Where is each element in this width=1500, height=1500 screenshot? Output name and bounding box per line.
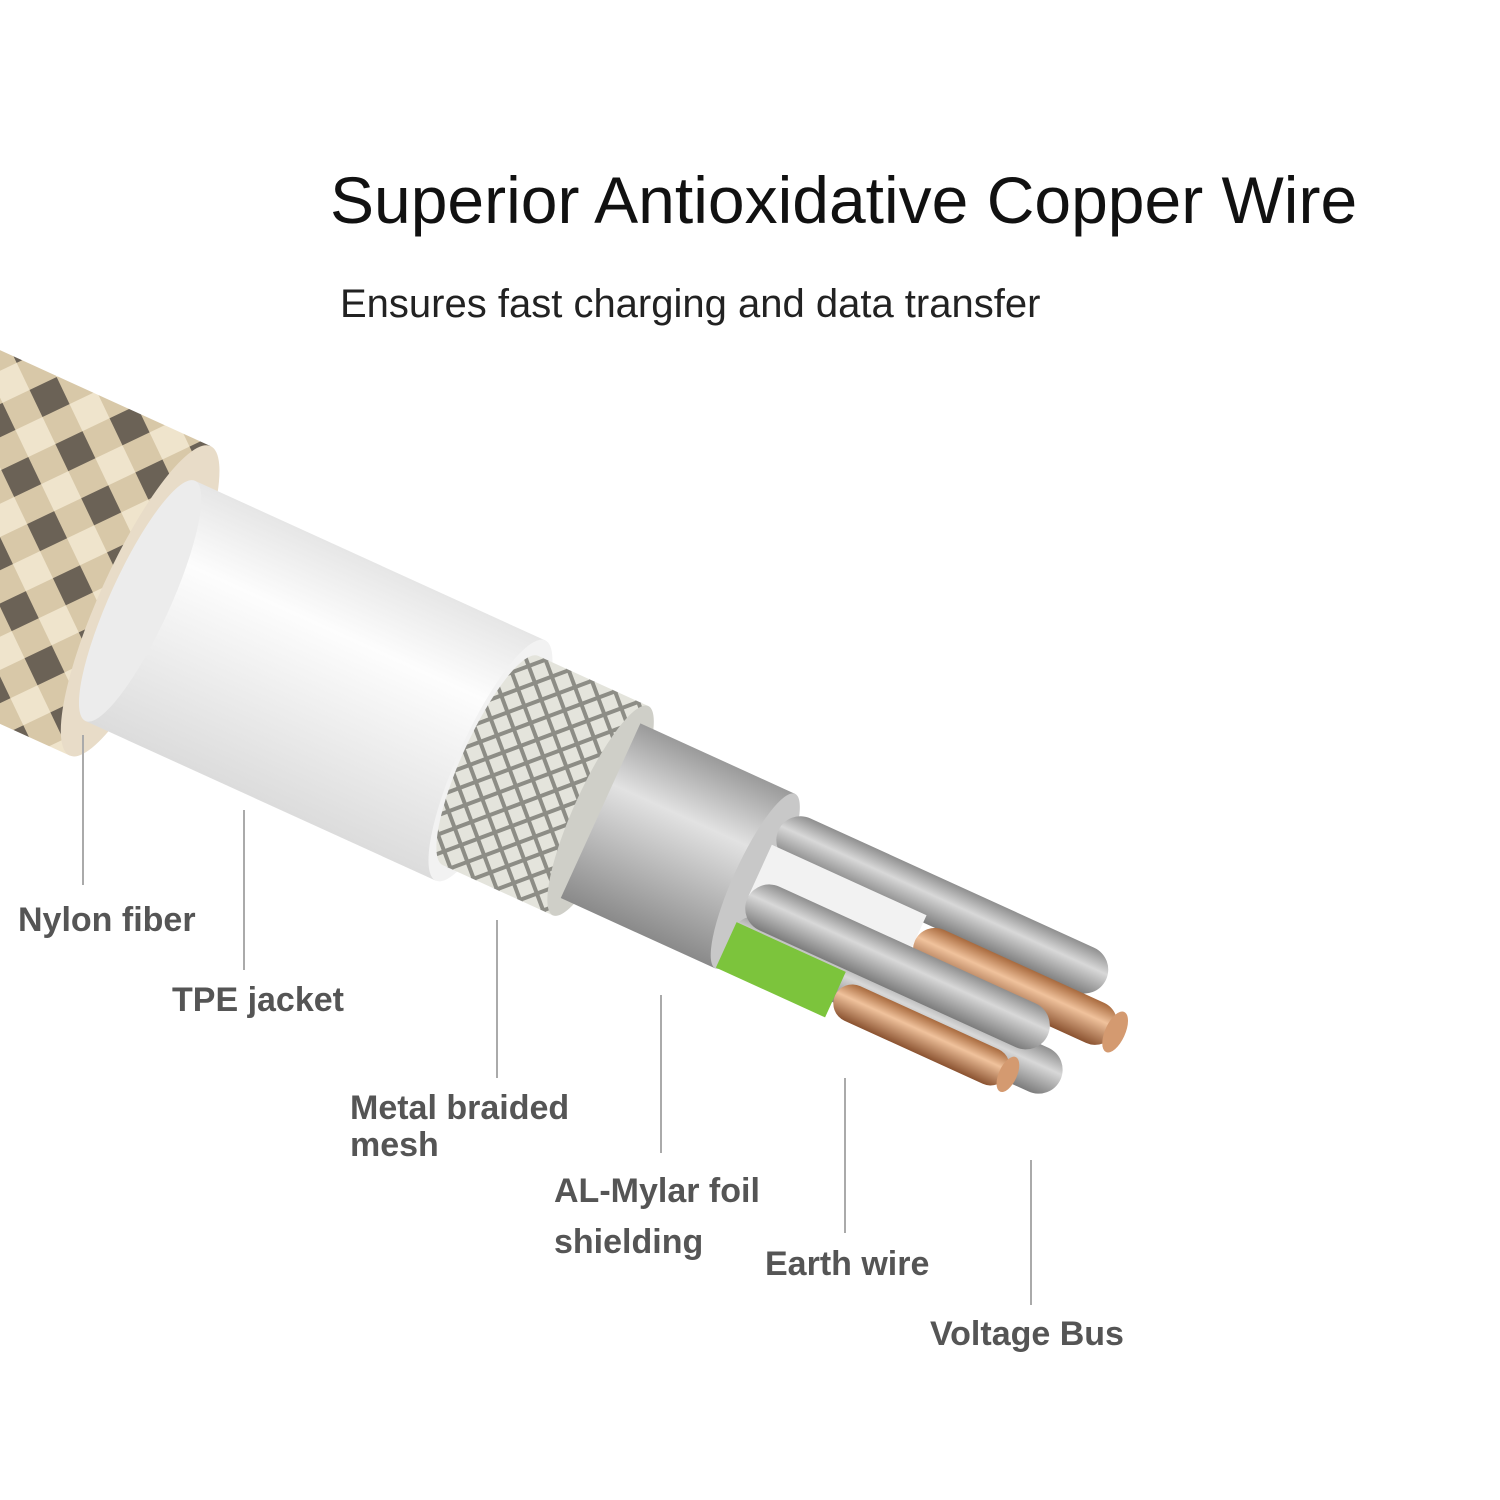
inner-wires [715,816,1129,1094]
leader-line-vbus [1030,1160,1032,1305]
leader-line-foil [660,995,662,1153]
label-line: shielding [554,1223,704,1261]
label-metal-braided-mesh: Metal braided mesh [350,1089,570,1165]
label-line: mesh [350,1126,439,1165]
label-nylon-fiber: Nylon fiber [18,901,196,939]
label-line: Metal braided [350,1089,570,1127]
page-title: Superior Antioxidative Copper Wire [330,163,1358,237]
label-line: AL-Mylar foil [554,1172,760,1210]
label-tpe-jacket: TPE jacket [172,981,344,1019]
leader-line-earth [844,1078,846,1233]
leader-line-mesh [496,920,498,1078]
leader-line-nylon [82,735,84,885]
label-al-mylar-foil: AL-Mylar foil shielding [554,1166,760,1268]
label-earth-wire: Earth wire [765,1245,930,1283]
page-subtitle: Ensures fast charging and data transfer [340,282,1041,326]
label-voltage-bus: Voltage Bus [930,1315,1124,1353]
leader-line-tpe [243,810,245,970]
